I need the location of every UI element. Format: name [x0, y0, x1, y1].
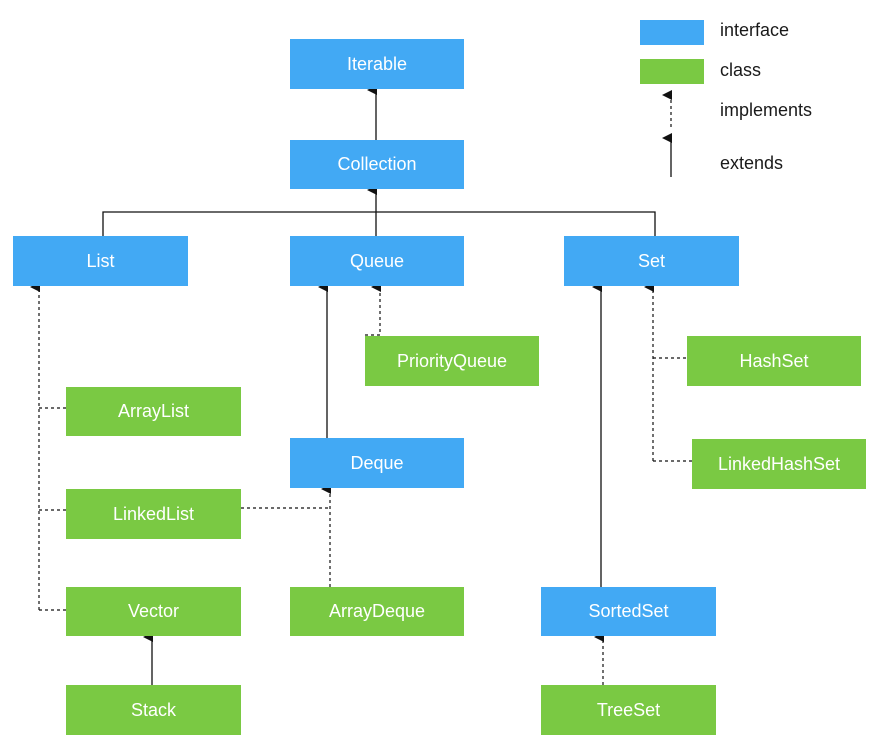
- node-sortedset: SortedSet: [541, 587, 716, 636]
- node-deque: Deque: [290, 438, 464, 488]
- node-list: List: [13, 236, 188, 286]
- node-treeset: TreeSet: [541, 685, 716, 735]
- node-vector: Vector: [66, 587, 241, 636]
- legend-implements-label: implements: [720, 100, 813, 120]
- node-linkedhashset: LinkedHashSet: [692, 439, 866, 489]
- node-arraylist: ArrayList: [66, 387, 241, 436]
- legend-class-swatch: [640, 59, 704, 84]
- legend-class-label: class: [720, 60, 762, 80]
- legend-interface-swatch: [640, 20, 704, 45]
- edge-priorityqueue-queue: [365, 282, 381, 336]
- node-priorityqueue: PriorityQueue: [365, 336, 539, 386]
- legend-interface-label: interface: [720, 20, 790, 40]
- node-arraydeque: ArrayDeque: [290, 587, 464, 636]
- legend-extends-label: extends: [720, 153, 784, 173]
- node-hashset: HashSet: [687, 336, 861, 386]
- edge-bus-list-set: [102, 211, 656, 236]
- node-queue: Queue: [290, 236, 464, 286]
- node-iterable: Iterable: [290, 39, 464, 89]
- node-set: Set: [564, 236, 739, 286]
- node-stack: Stack: [66, 685, 241, 735]
- node-linkedlist: LinkedList: [66, 489, 241, 539]
- node-collection: Collection: [290, 140, 464, 189]
